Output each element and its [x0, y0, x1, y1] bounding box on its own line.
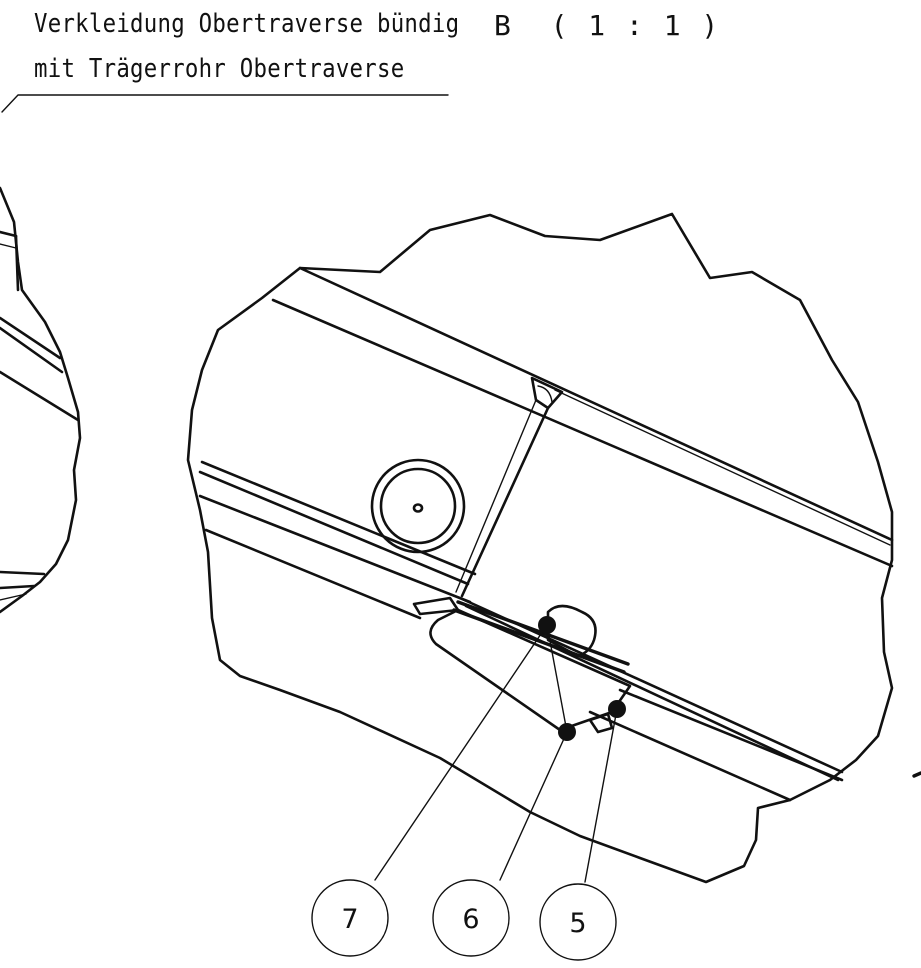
seal-strip-long-top [458, 596, 844, 774]
left-partial-view [0, 186, 82, 614]
balloon-5-circle [539, 883, 617, 961]
detail-break-outline [186, 212, 894, 884]
upper-rail-lower [554, 389, 891, 546]
left-view-rail-3 [0, 370, 80, 422]
lower-rail-extended-3 [588, 710, 792, 802]
cover-edge-vertical [460, 406, 550, 598]
left-view-break-outline [0, 186, 82, 614]
cover-corner-arc [537, 385, 553, 403]
clip-tab [546, 604, 597, 658]
left-view-rail-4 [0, 570, 46, 576]
balloon-7: 7 [311, 879, 389, 957]
balloon-6-circle [432, 879, 510, 957]
balloon-6-number: 6 [462, 904, 479, 935]
balloon-5: 5 [539, 883, 617, 961]
cover-corner-notch [530, 376, 564, 410]
left-view-rail-2 [0, 326, 64, 374]
left-view-rail-6 [0, 593, 27, 601]
balloon-5-number: 5 [569, 908, 586, 939]
leader-line-6 [499, 731, 568, 881]
wedge-profile [429, 608, 632, 732]
leader-line-7b [546, 624, 568, 733]
leader-line-5 [584, 708, 618, 883]
right-edge-fragment [912, 771, 921, 778]
upper-rail-top [298, 266, 894, 542]
bolt-inner-ring [379, 467, 457, 545]
lower-rail-top [200, 460, 477, 576]
leader-line-7 [374, 624, 548, 881]
balloon-6: 6 [432, 879, 510, 957]
left-view-rail-1 [0, 316, 62, 360]
detail-view-b [186, 212, 894, 884]
upper-rail-inner [271, 298, 894, 568]
wedge-foot [588, 712, 614, 734]
wedge-flange [412, 596, 460, 616]
annotation-line-2: mit Trägerrohr Obertraverse [34, 54, 405, 84]
left-view-edge-2 [0, 243, 17, 249]
annotation-leader-line [1, 94, 449, 113]
leader-dot-7 [538, 616, 556, 634]
seal-strip-long-bottom [464, 604, 840, 782]
detail-view-label: B ( 1 : 1 ) [494, 9, 721, 42]
lower-rail-mid [198, 470, 470, 586]
annotation-line-1: Verkleidung Obertraverse bündig [34, 9, 460, 39]
left-view-edge-1 [0, 230, 18, 238]
leader-dot-6 [558, 723, 576, 741]
cover-edge-inner [455, 399, 537, 593]
left-view-edge-3 [14, 234, 20, 292]
leader-dot-5 [608, 700, 626, 718]
balloon-7-circle [311, 879, 389, 957]
balloon-7-number: 7 [341, 904, 358, 935]
bolt-center-hole [412, 503, 424, 513]
bolt-outer-ring [370, 458, 466, 554]
left-view-rail-5 [0, 584, 36, 590]
lower-rail-low [198, 494, 472, 604]
lower-rail-extended-1 [204, 528, 422, 620]
